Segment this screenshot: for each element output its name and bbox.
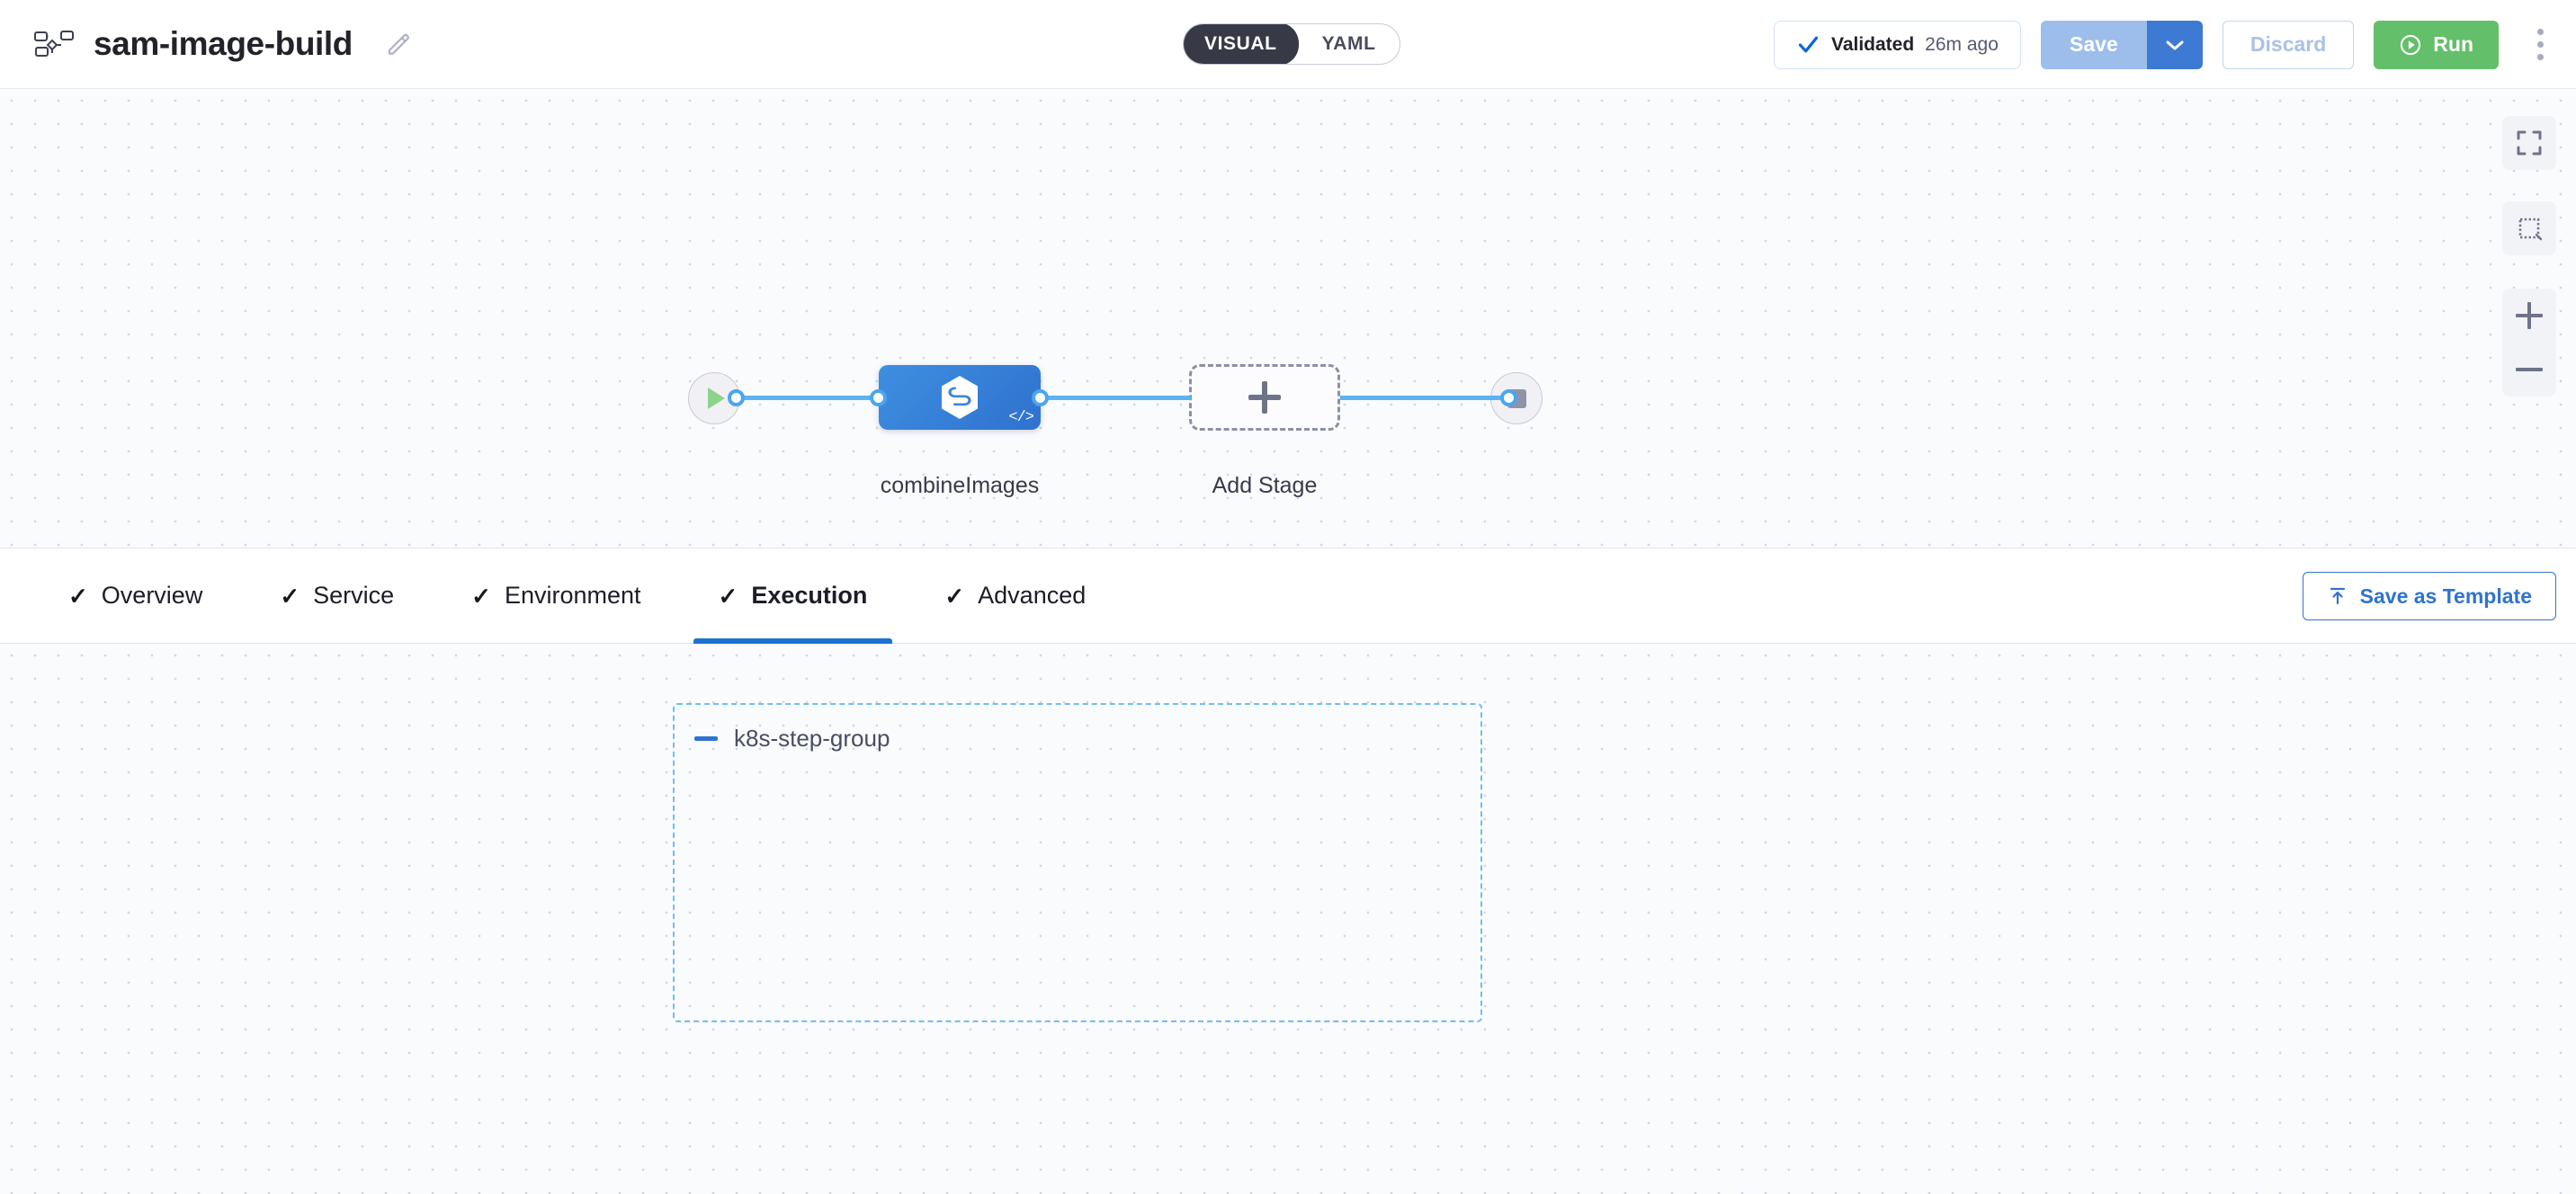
edge-stage-to-addstage [1042, 396, 1191, 400]
harness-hexagon-icon [942, 376, 978, 419]
header-left: sam-image-build [0, 25, 412, 63]
play-circle-icon [2401, 34, 2421, 55]
tab-check-icon: ✓ [280, 582, 300, 610]
marquee-select-button[interactable] [2502, 201, 2556, 255]
stage-in-port[interactable] [870, 389, 887, 406]
validated-time: 26m ago [1925, 33, 1999, 55]
add-stage-button[interactable] [1189, 364, 1340, 431]
zoom-out-icon [2516, 368, 2543, 371]
zoom-controls [2502, 289, 2556, 397]
tab-check-icon: ✓ [718, 582, 738, 610]
tab-environment[interactable]: ✓ Environment [446, 548, 666, 644]
edge-start-to-stage [738, 396, 886, 400]
tab-yaml[interactable]: YAML [1321, 33, 1376, 54]
pipeline-graph-icon [34, 31, 74, 57]
discard-button[interactable]: Discard [2222, 20, 2355, 69]
fit-to-screen-icon [2517, 130, 2542, 156]
status-badge: Validated 26m ago [1773, 20, 2021, 69]
stage-canvas[interactable]: </> combineImages Add Stage [0, 89, 2576, 548]
play-icon [708, 388, 725, 409]
save-dropdown-button[interactable] [2146, 20, 2203, 69]
tab-service[interactable]: ✓ Service [255, 548, 419, 644]
save-button[interactable]: Save [2040, 20, 2147, 69]
add-stage-label: Add Stage [1212, 473, 1318, 498]
tab-overview[interactable]: ✓ Overview [43, 548, 228, 644]
app-header: sam-image-build VISUAL YAML Validated 26… [0, 0, 2576, 89]
view-mode-toggle[interactable]: VISUAL YAML [1183, 23, 1400, 65]
tab-execution-label: Execution [751, 582, 868, 609]
more-options-icon[interactable] [2522, 21, 2558, 69]
run-button[interactable]: Run [2374, 20, 2499, 69]
validated-label: Validated [1830, 33, 1915, 55]
header-actions: Validated 26m ago Save Discard Run [1773, 0, 2558, 89]
stage-node-combineimages[interactable]: </> [879, 365, 1041, 430]
run-label: Run [2433, 32, 2473, 56]
view-toggle-group[interactable]: VISUAL YAML [1183, 23, 1400, 65]
tab-advanced[interactable]: ✓ Advanced [919, 548, 1111, 644]
stage-code-badge: </> [1008, 409, 1034, 426]
tab-check-icon: ✓ [471, 582, 491, 610]
step-group-title: k8s-step-group [734, 725, 890, 752]
tab-visual[interactable]: VISUAL [1183, 24, 1299, 64]
zoom-in-button[interactable] [2502, 289, 2556, 343]
minus-icon[interactable] [694, 736, 718, 741]
stage-out-port[interactable] [1032, 389, 1049, 406]
tab-execution[interactable]: ✓ Execution [693, 548, 893, 644]
save-button-group[interactable]: Save [2040, 20, 2203, 69]
save-as-template-label: Save as Template [2359, 584, 2532, 608]
stage-node-label: combineImages [880, 473, 1040, 498]
tab-advanced-label: Advanced [978, 582, 1087, 609]
edge-addstage-to-end [1340, 396, 1509, 400]
page-title: sam-image-build [94, 25, 353, 62]
tab-service-label: Service [313, 582, 395, 609]
tab-environment-label: Environment [504, 582, 641, 609]
step-group-container[interactable]: k8s-step-group [673, 703, 1482, 1022]
step-group-header: k8s-step-group [694, 725, 890, 753]
tab-check-icon: ✓ [68, 582, 88, 610]
zoom-out-button[interactable] [2502, 343, 2556, 397]
end-node-port[interactable] [1500, 389, 1517, 406]
stage-config-tabbar: ✓ Overview ✓ Service ✓ Environment ✓ Exe… [0, 548, 2576, 644]
check-icon [1798, 36, 1819, 53]
start-node-port[interactable] [728, 389, 745, 406]
marquee-select-icon [2518, 218, 2543, 241]
save-as-template-button[interactable]: Save as Template [2302, 572, 2556, 620]
plus-icon [1248, 381, 1281, 414]
execution-canvas[interactable]: Execution Rollback [0, 644, 2576, 1194]
tab-check-icon: ✓ [944, 582, 965, 610]
fit-to-screen-button[interactable] [2502, 116, 2556, 170]
zoom-in-icon [2516, 302, 2543, 329]
tab-overview-label: Overview [101, 582, 203, 609]
pencil-edit-icon[interactable] [385, 31, 412, 58]
tab-list: ✓ Overview ✓ Service ✓ Environment ✓ Exe… [0, 548, 1138, 644]
chevron-down-icon [2166, 40, 2184, 49]
save-template-icon [2330, 587, 2345, 605]
